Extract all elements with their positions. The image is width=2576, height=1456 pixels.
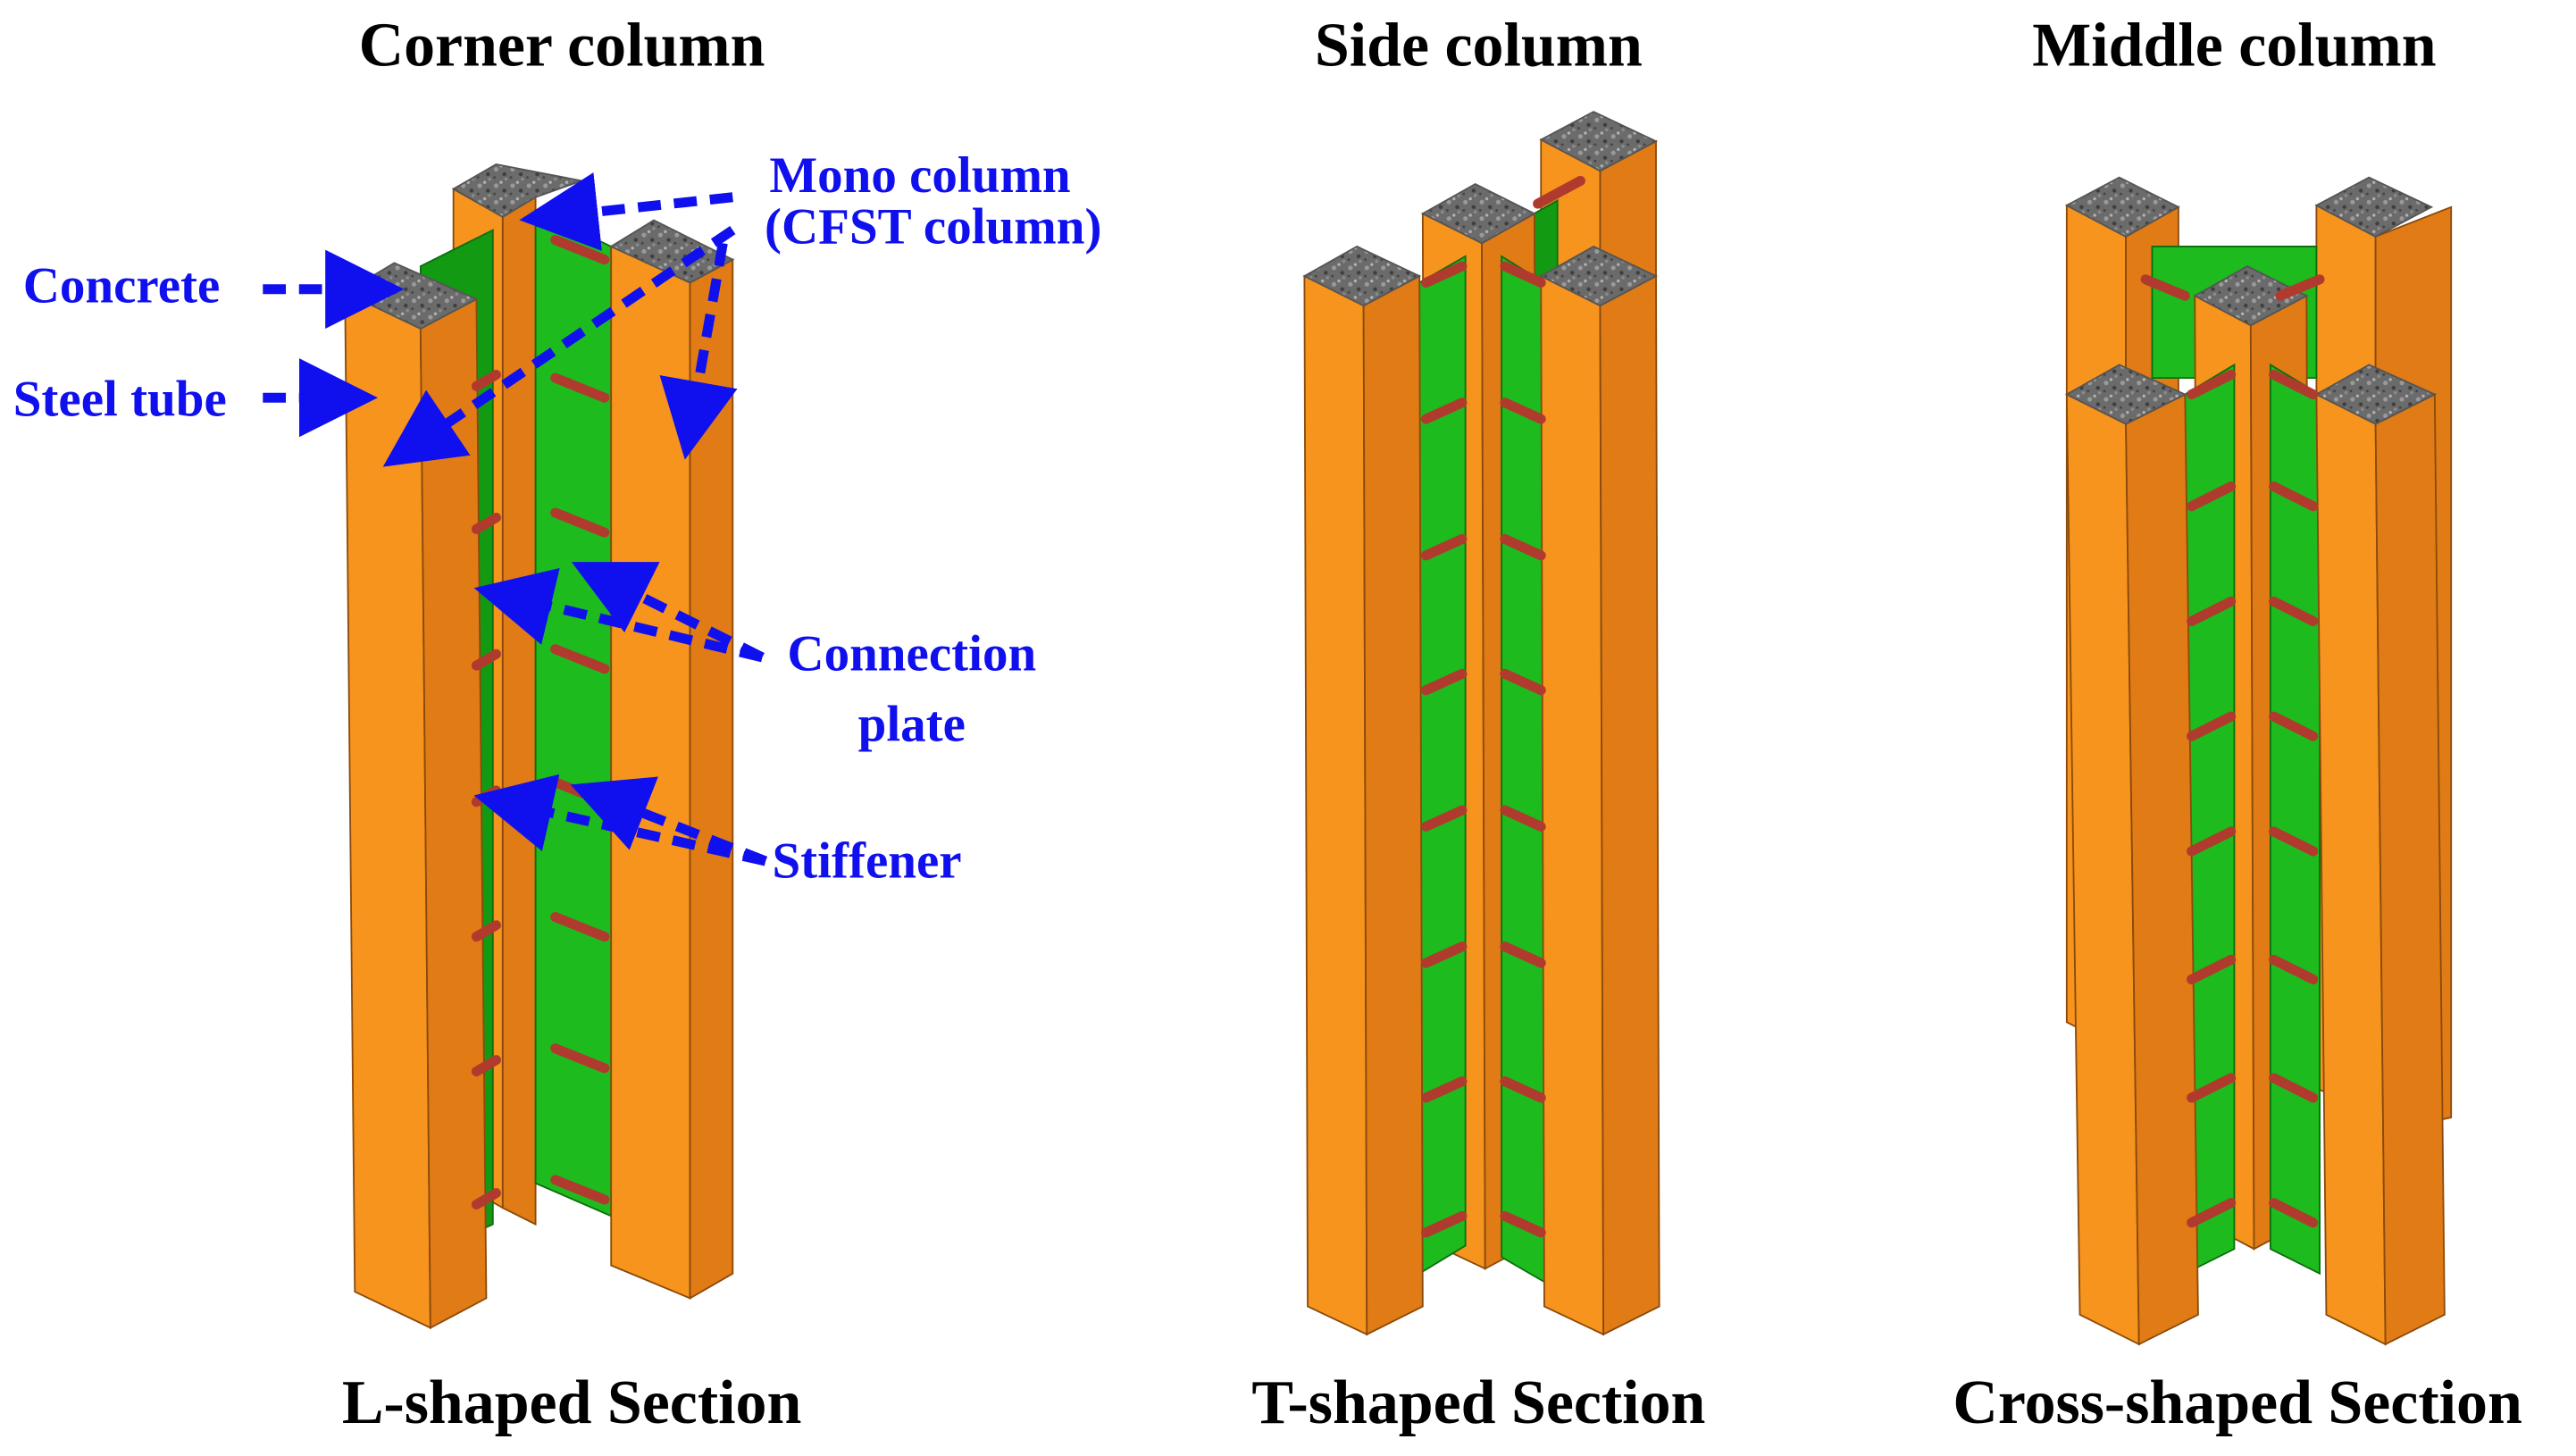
mono-column-front-right-c (2314, 364, 2446, 1346)
mono-column-label-line2: (CFST column) (765, 198, 1101, 255)
connection-plate-label-line1: Connection (787, 626, 1036, 682)
stiffener-label: Stiffener (772, 833, 961, 889)
mono-column-left-t (1302, 245, 1424, 1336)
mono-column-arrow-2 (382, 225, 736, 467)
side-column-title: Side column (1315, 12, 1643, 80)
mono-column-front-left-c (2064, 364, 2199, 1346)
mono-column-right-t (1539, 245, 1660, 1336)
mono-column-arrow-1 (519, 172, 733, 251)
connection-plate-arrow-1 (473, 567, 764, 663)
corner-column-title: Corner column (359, 12, 765, 80)
t-shaped-column-assembly (1302, 111, 1660, 1336)
middle-column-title: Middle column (2032, 12, 2436, 80)
mono-column-label-line1: Mono column (769, 147, 1070, 204)
steel-tube-label: Steel tube (13, 371, 227, 427)
t-shaped-section-caption: T-shaped Section (1251, 1368, 1705, 1437)
connection-plate-label-line2: plate (858, 697, 966, 753)
mono-column-front (343, 262, 488, 1330)
mono-column-arrow-3 (659, 242, 738, 460)
cross-shaped-section-caption: Cross-shaped Section (1953, 1368, 2522, 1437)
stiffener-arrow-2 (570, 776, 768, 866)
cross-shaped-column-assembly (2064, 176, 2453, 1346)
l-shaped-column-assembly (343, 163, 735, 1330)
concrete-label: Concrete (23, 258, 221, 314)
mono-column-right (609, 219, 735, 1300)
stiffeners-t (1420, 175, 1585, 1238)
l-shaped-section-caption: L-shaped Section (342, 1368, 802, 1437)
stiffener-arrow-1 (473, 774, 767, 866)
stiffeners-cross (2140, 274, 2325, 1228)
connection-plate-arrow-2 (571, 562, 765, 662)
annotations: Concrete Steel tube Mono column (CFST co… (13, 147, 1102, 889)
